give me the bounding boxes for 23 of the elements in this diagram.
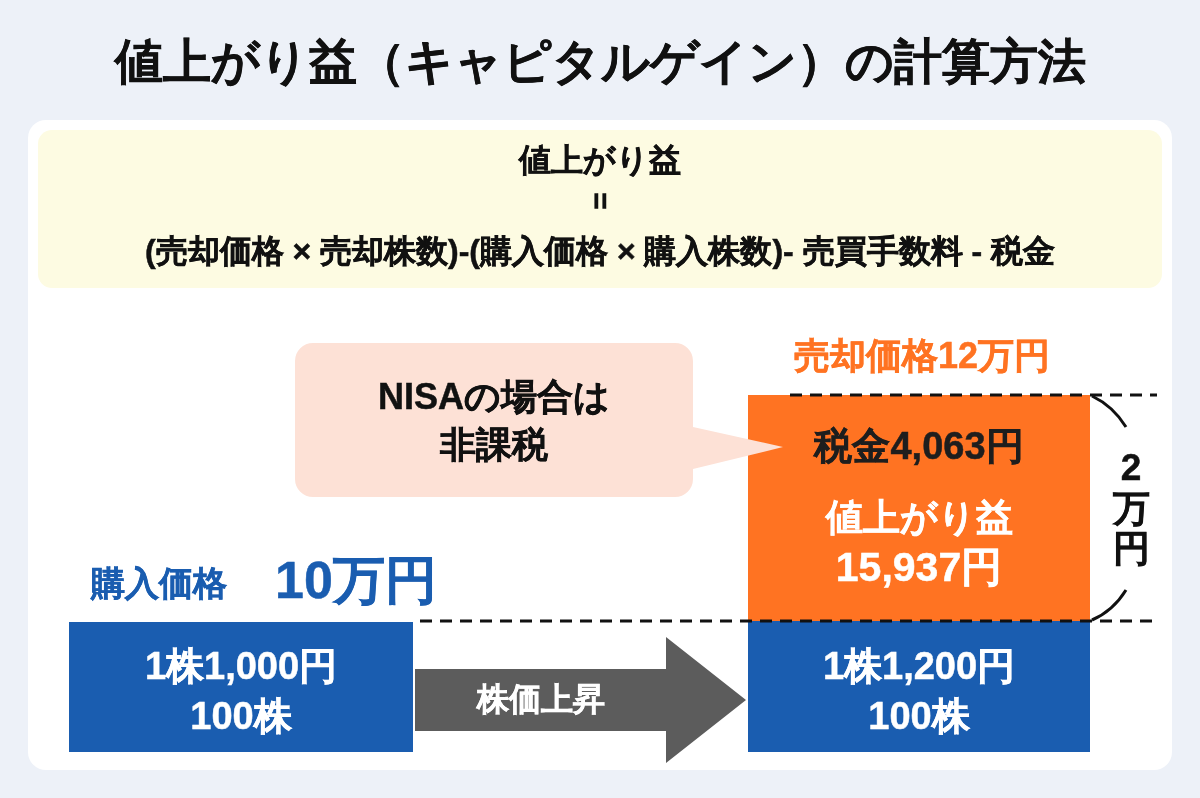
purchase-price-value: 10万円 xyxy=(275,549,437,611)
formula-text: (売却価格 × 売却株数)-(購入価格 × 購入株数)- 売買手数料 - 税金 xyxy=(144,231,1056,271)
tax-amount: 税金4,063円 xyxy=(814,424,1024,470)
gain-amount: 15,937円 xyxy=(835,543,1003,593)
dimension-label: 2万円 xyxy=(1112,448,1150,571)
share-price: 1株1,000円 xyxy=(144,644,338,690)
formula-box xyxy=(38,130,1162,288)
share-count: 100株 xyxy=(868,694,970,740)
equals-sign: = xyxy=(583,192,618,210)
block-arrow xyxy=(415,637,746,763)
edge-label: 株価上昇 xyxy=(476,679,605,719)
purchase-price-label: 購入価格 xyxy=(91,562,227,604)
formula-heading: 値上がり益 xyxy=(519,140,681,180)
callout-text: NISAの場合は非課税 xyxy=(377,375,611,467)
speech-bubble xyxy=(295,343,783,497)
share-count: 100株 xyxy=(190,694,292,740)
price-block xyxy=(69,622,413,752)
share-price: 1株1,200円 xyxy=(822,644,1016,690)
price-block xyxy=(748,621,1090,752)
gain-heading: 値上がり益 xyxy=(825,495,1013,540)
gain-block xyxy=(748,395,1090,621)
sell-price-label: 売却価格12万円 xyxy=(794,334,1050,378)
diagram-title: 値上がり益（キャピタルゲイン）の計算方法 xyxy=(114,34,1086,91)
